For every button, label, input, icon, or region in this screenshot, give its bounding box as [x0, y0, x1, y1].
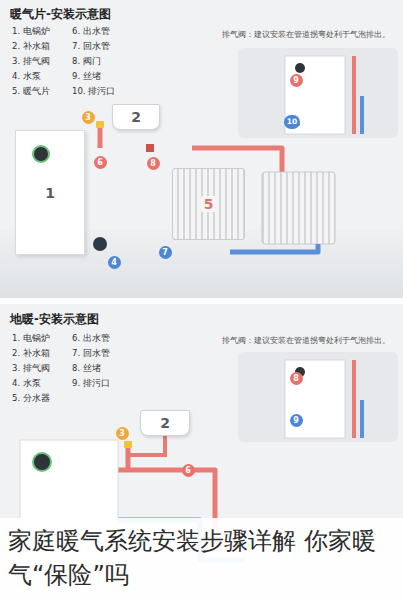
box-number: 2: [131, 109, 141, 125]
parts-list-item: 9. 排污口: [72, 378, 110, 389]
parts-list-item: 2. 补水箱: [12, 348, 50, 359]
tank-box: 2: [112, 104, 160, 130]
boiler-screen: [295, 63, 305, 73]
tank-box: 2: [140, 410, 190, 436]
supply-pipe: [128, 436, 165, 455]
callout-number: 3: [116, 427, 129, 440]
parts-list-item: 3. 排气阀: [12, 56, 50, 67]
parts-list-item: 4. 水泵: [12, 378, 41, 389]
parts-list-item: 8. 阀门: [72, 56, 101, 67]
box-number: 2: [160, 415, 170, 431]
parts-list-item: 5. 分水器: [12, 393, 50, 404]
callout-number: 3: [82, 111, 95, 124]
parts-list-item: 7. 回水管: [72, 41, 110, 52]
parts-list-item: 8. 丝堵: [72, 363, 101, 374]
vent-valve: [96, 121, 104, 128]
parts-list-item: 5. 暖气片: [12, 86, 50, 97]
panel-background: [0, 0, 403, 298]
parts-list-item: 6. 出水管: [72, 333, 110, 344]
mini-boiler: [285, 360, 345, 438]
mini-boiler: [285, 56, 345, 134]
callout-number: 4: [108, 256, 121, 269]
radiator-box: 5: [172, 168, 245, 240]
valve-symbol: [146, 144, 154, 152]
callout-number: 8: [290, 372, 303, 385]
box-number: 5: [201, 196, 217, 212]
parts-list-item: 6. 出水管: [72, 26, 110, 37]
panel-title: 暖气片-安装示意图: [10, 7, 111, 21]
return-pipe: [360, 400, 364, 438]
parts-list-item: 2. 补水箱: [12, 41, 50, 52]
callout-number: 8: [147, 157, 160, 170]
inset-panel: [238, 352, 398, 442]
box-number: 1: [45, 185, 55, 201]
caption-text: 家庭暖气系统安装步骤详解 你家暖气“保险”吗: [0, 518, 403, 600]
pump-symbol: [93, 237, 107, 251]
boiler-screen: [33, 453, 51, 471]
supply-pipe: [352, 56, 356, 134]
callout-number: 6: [182, 464, 195, 477]
callout-number: 6: [94, 156, 107, 169]
return-pipe: [360, 96, 364, 134]
parts-list-item: 10. 排污口: [72, 86, 115, 97]
parts-list-item: 3. 排气阀: [12, 363, 50, 374]
callout-number: 9: [290, 414, 303, 427]
callout-number: 10: [284, 115, 300, 129]
parts-list-item: 9. 丝堵: [72, 71, 101, 82]
radiator: [262, 172, 335, 244]
boiler-box: 1: [15, 130, 85, 255]
inset-panel: [238, 48, 398, 138]
parts-list-item: 4. 水泵: [12, 71, 41, 82]
supply-pipe: [98, 126, 103, 148]
callout-number: 7: [159, 246, 172, 259]
supply-pipe: [352, 360, 356, 438]
parts-list-item: 1. 电锅炉: [12, 333, 50, 344]
panel-title: 地暖-安装示意图: [10, 312, 99, 326]
note-text: 排气阀：建议安装在管道拐弯处利于气泡排出。: [222, 336, 400, 346]
return-pipe: [230, 244, 318, 252]
callout-number: 9: [290, 74, 303, 87]
vent-valve: [124, 441, 132, 448]
parts-list-item: 7. 回水管: [72, 348, 110, 359]
note-text: 排气阀：建议安装在管道拐弯处利于气泡排出。: [222, 30, 400, 40]
parts-list-item: 1. 电锅炉: [12, 26, 50, 37]
panel-background: [0, 304, 403, 600]
